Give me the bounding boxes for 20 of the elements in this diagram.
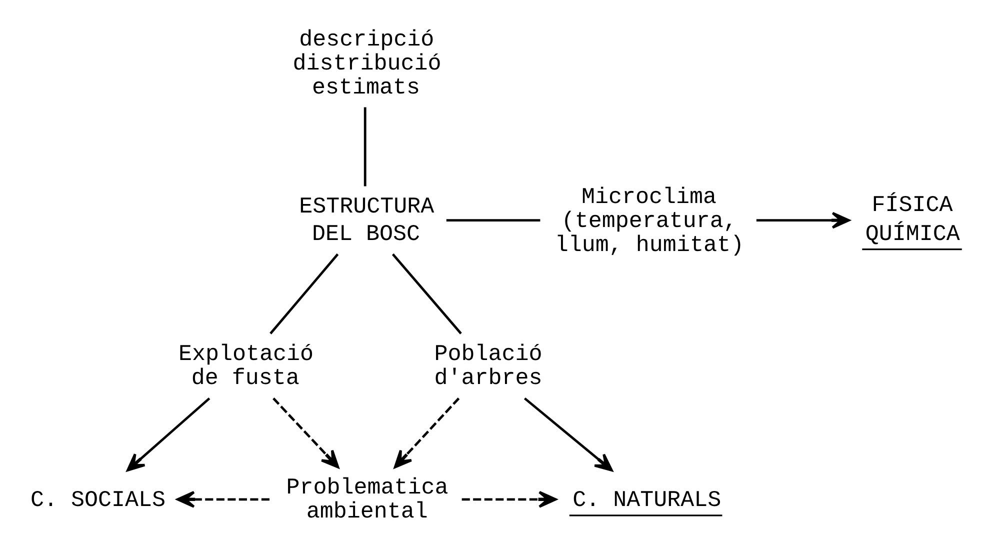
node-text: FÍSICA QUÍMICA <box>865 192 960 247</box>
arrow <box>176 490 272 508</box>
arrow <box>126 397 210 472</box>
connector <box>364 107 366 186</box>
node-text: Microclima (temperatura, llum, humitat) <box>554 184 744 258</box>
connector <box>270 253 339 334</box>
arrow <box>462 490 557 508</box>
node-text: Explotació de fusta <box>178 340 314 391</box>
node-text: ESTRUCTURA DEL BOSC <box>299 194 434 247</box>
node-text: Problematica ambiental <box>286 474 448 524</box>
arrow <box>756 212 850 229</box>
node-text: Població d'arbres <box>434 340 542 391</box>
connector <box>392 253 462 334</box>
arrow <box>394 398 460 468</box>
node-text: C. NATURALS <box>572 487 722 514</box>
node-text: descripció distribució estimats <box>292 26 442 101</box>
node-text: C. SOCIALS <box>30 487 166 514</box>
arrow <box>524 397 613 472</box>
arrow <box>272 398 340 468</box>
connector <box>446 219 540 222</box>
